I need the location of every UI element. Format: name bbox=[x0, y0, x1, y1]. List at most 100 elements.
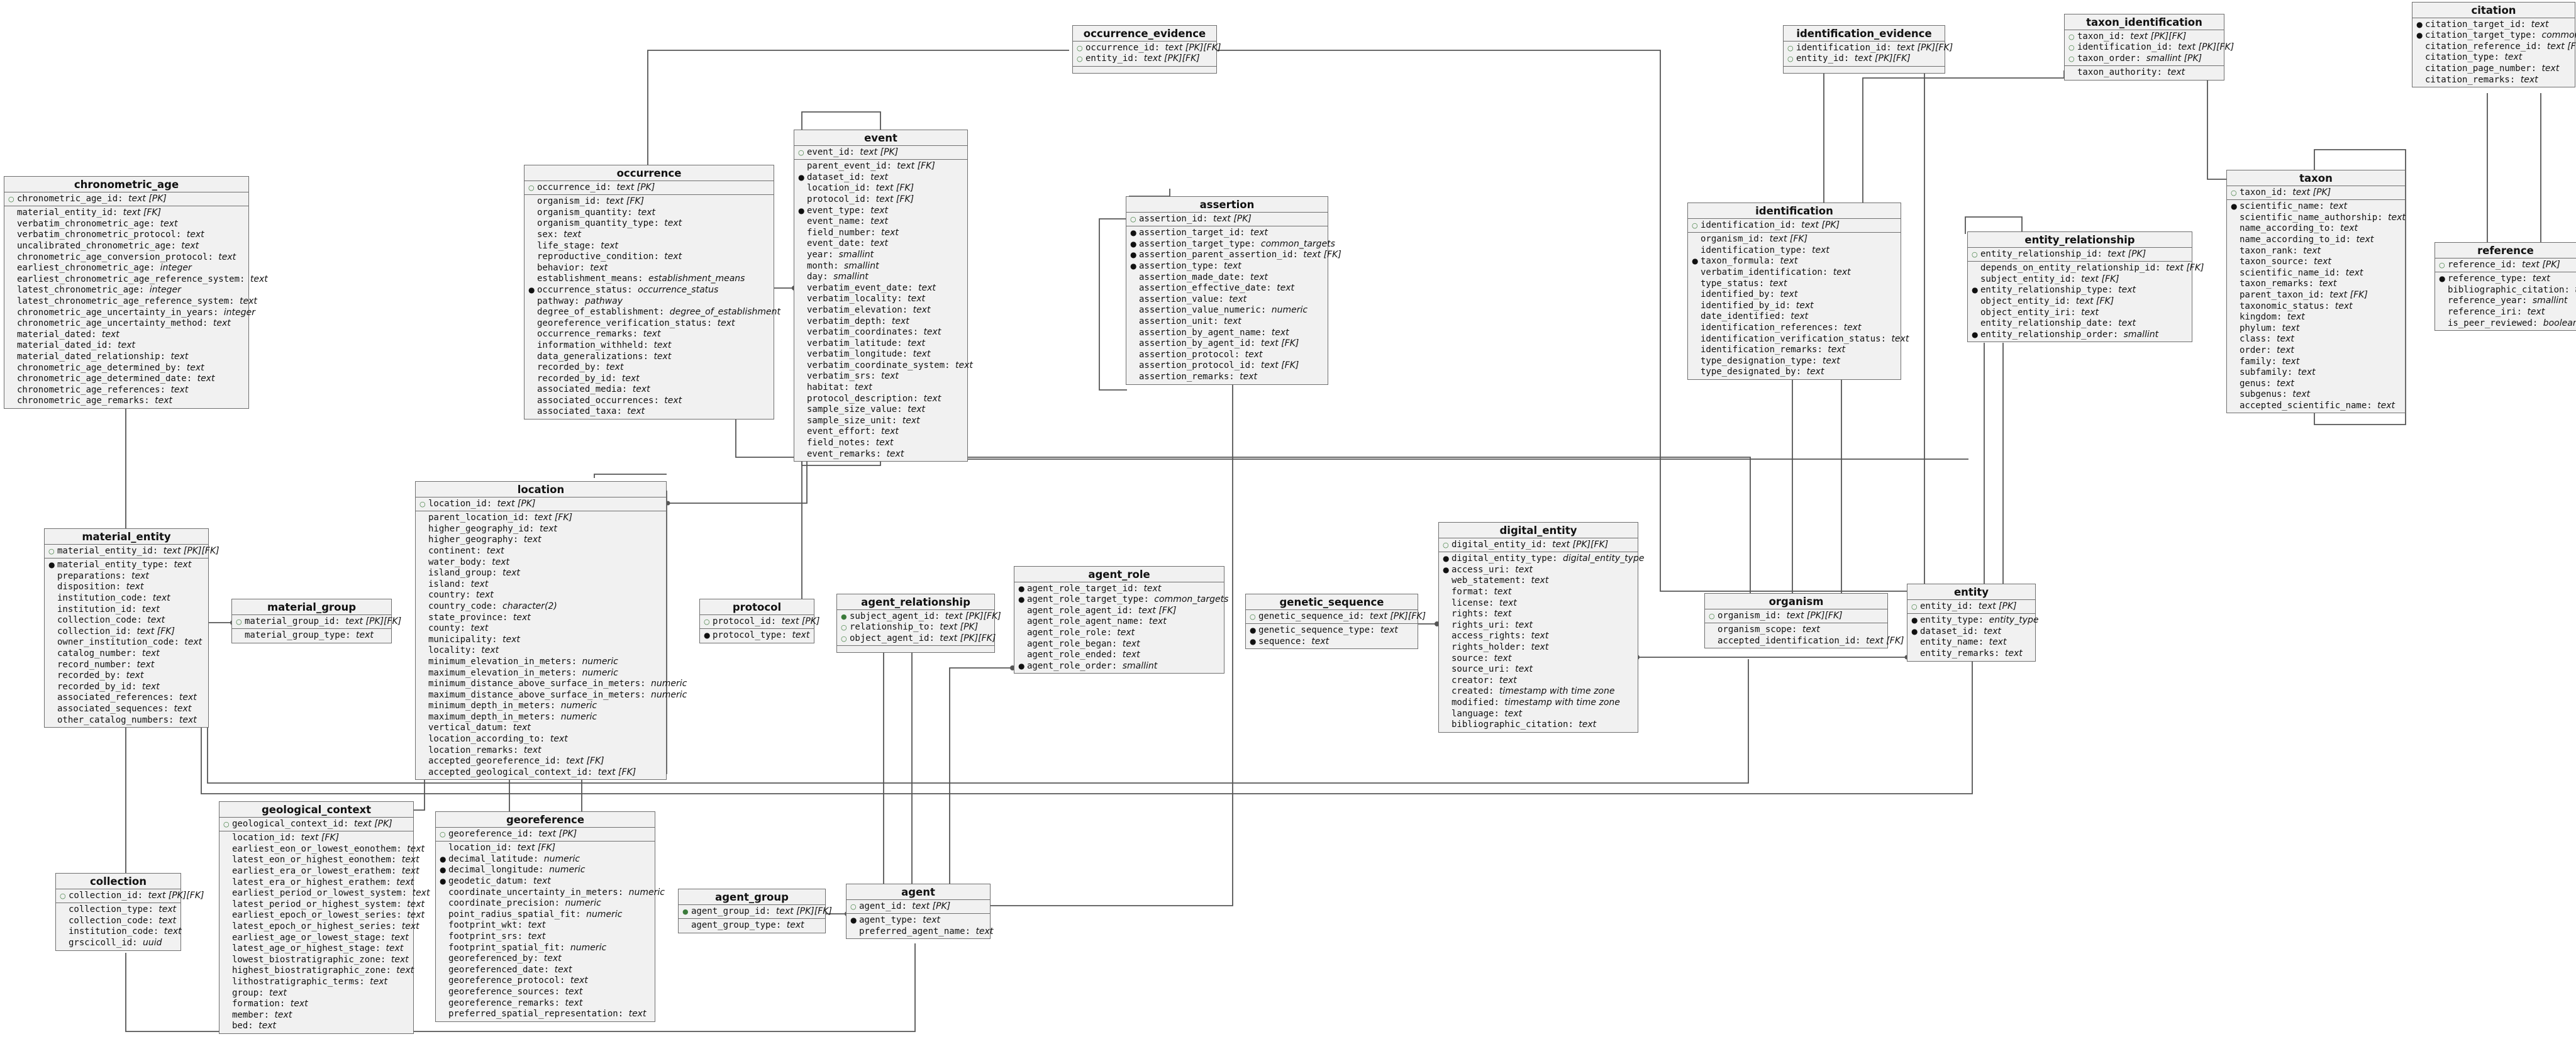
attribute-row: event_date: text bbox=[807, 238, 889, 249]
attribute-name: accepted_identification_id bbox=[1718, 635, 1856, 646]
entity-table-occurrence[interactable]: occurrence○occurrence_id: text [PK]organ… bbox=[524, 165, 780, 420]
attribute-name: assertion_parent_assertion_id bbox=[1139, 250, 1293, 260]
primary-key-icon: ○ bbox=[2439, 260, 2445, 269]
attribute-type: text bbox=[2277, 378, 2294, 389]
attribute-name: maximum_elevation_in_meters bbox=[428, 667, 572, 678]
attribute-type: timestamp with time zone bbox=[1504, 697, 1620, 708]
primary-key-section: ○reference_id: text [PK] bbox=[2435, 258, 2576, 273]
attribute-row: assertion_made_date: text bbox=[1139, 272, 1268, 282]
attribute-row: rights: text bbox=[1452, 609, 1512, 620]
attribute-type: text bbox=[550, 734, 568, 745]
attribute-type: boolean bbox=[2543, 318, 2576, 328]
attribute-name: event_name bbox=[807, 216, 860, 227]
attribute-type: text bbox=[881, 227, 899, 238]
entity-table-identification-evidence[interactable]: identification_evidence○identification_i… bbox=[1783, 25, 1953, 74]
attribute-row: creator: text bbox=[1452, 675, 1517, 686]
entity-table-agent[interactable]: agent○agent_id: text [PK]●agent_type: te… bbox=[846, 884, 993, 940]
entity-name: taxon bbox=[2227, 170, 2405, 186]
entity-table-agent-group[interactable]: agent_group●agent_group_id: text [PK][FK… bbox=[678, 889, 832, 933]
attribute-type: text bbox=[386, 943, 404, 954]
attribute-type: text bbox=[1380, 625, 1398, 636]
entity-table-entity-relationship[interactable]: entity_relationship○entity_relationship_… bbox=[1967, 231, 2204, 343]
entity-table-material-entity[interactable]: material_entity○material_entity_id: text… bbox=[44, 528, 219, 728]
entity-table-location[interactable]: location○location_id: text [PK]parent_lo… bbox=[415, 481, 687, 781]
attribute-name: citation_type bbox=[2425, 52, 2494, 63]
attribute-name: reference_year bbox=[2448, 296, 2523, 306]
entity-table-protocol[interactable]: protocol○protocol_id: text [PK]●protocol… bbox=[699, 599, 819, 643]
entity-table-taxon-identification[interactable]: taxon_identification○taxon_id: text [PK]… bbox=[2064, 14, 2234, 81]
entity-table-event[interactable]: event○event_id: text [PK]parent_event_id… bbox=[794, 130, 973, 462]
attribute-type: text bbox=[540, 523, 557, 534]
attribute-name: verbatim_depth bbox=[807, 316, 882, 326]
primary-key-row: ○entity_relationship_id: text [PK] bbox=[1972, 248, 2146, 259]
entity-name: organism bbox=[1705, 594, 1887, 609]
attribute-type: text bbox=[908, 294, 926, 304]
primary-key-section: ○geological_context_id: text [PK] bbox=[219, 818, 413, 832]
entity-table-organism[interactable]: organism○organism_id: text [PK][FK]organ… bbox=[1704, 593, 1904, 649]
attribute-type: text bbox=[2388, 212, 2406, 223]
primary-key-section: ●agent_group_id: text [PK][FK] bbox=[679, 905, 832, 920]
attribute-name: rights bbox=[1452, 609, 1484, 620]
entity-table-agent-role[interactable]: agent_role●agent_role_target_id: text●ag… bbox=[1014, 566, 1228, 674]
attribute-type: text bbox=[528, 920, 546, 931]
attribute-name: organism_id bbox=[537, 196, 596, 207]
attribute-name: institution_code bbox=[69, 926, 153, 937]
attribute-type: text bbox=[1769, 278, 1787, 289]
entity-table-digital-entity[interactable]: digital_entity○digital_entity_id: text [… bbox=[1438, 522, 1644, 733]
attribute-name: agent_role_agent_id bbox=[1027, 605, 1128, 616]
entity-table-genetic-sequence[interactable]: genetic_sequence○genetic_sequence_id: te… bbox=[1245, 594, 1426, 650]
entity-table-occurrence-evidence[interactable]: occurrence_evidence○occurrence_id: text … bbox=[1072, 25, 1221, 74]
entity-table-citation[interactable]: citation●citation_target_id: text●citati… bbox=[2412, 2, 2576, 88]
attribute-name: organism_id bbox=[1701, 234, 1759, 245]
attribute-type: text [FK] bbox=[875, 183, 914, 194]
attribute-name: chronometric_age_determined_date bbox=[17, 374, 187, 384]
attribute-row: taxon_remarks: text bbox=[2240, 279, 2337, 289]
attribute-row: maximum_depth_in_meters: numeric bbox=[428, 711, 597, 722]
attribute-row: protocol_id: text [FK] bbox=[807, 194, 914, 204]
primary-key-row: ○reference_id: text [PK] bbox=[2439, 259, 2560, 270]
attribute-type: text bbox=[664, 218, 682, 229]
attribute-row: accepted_geological_context_id: text [FK… bbox=[428, 767, 636, 777]
attribute-type: numeric bbox=[586, 909, 623, 920]
attribute-type: text [PK] bbox=[912, 901, 951, 911]
primary-key-section: ○material_entity_id: text [PK][FK] bbox=[45, 545, 219, 559]
attribute-row: ●agent_role_order: smallint bbox=[1018, 660, 1158, 671]
attribute-type: text bbox=[240, 296, 257, 306]
attribute-name: parent_event_id bbox=[807, 161, 887, 172]
attribute-type: numeric bbox=[560, 711, 597, 722]
attribute-row: sample_size_value: text bbox=[807, 404, 926, 415]
attribute-row: georeference_sources: text bbox=[448, 986, 583, 997]
attribute-row: identified_by: text bbox=[1701, 289, 1798, 300]
entity-table-chronometric-age[interactable]: chronometric_age○chronometric_age_id: te… bbox=[4, 176, 268, 409]
entity-name: agent_relationship bbox=[837, 594, 994, 610]
attribute-type: text bbox=[918, 282, 936, 293]
attribute-name: subgenus bbox=[2240, 389, 2282, 400]
entity-table-geological-context[interactable]: geological_context○geological_context_id… bbox=[219, 801, 430, 1034]
entity-table-entity[interactable]: entity○entity_id: text [PK]●entity_type:… bbox=[1907, 584, 2039, 662]
attribute-type: text bbox=[1843, 322, 1862, 333]
attribute-row: catalog_number: text bbox=[57, 648, 160, 658]
attribute-section: ●digital_entity_type: digital_entity_typ… bbox=[1439, 552, 1644, 732]
attribute-type: text bbox=[2314, 257, 2331, 267]
entity-table-material-group[interactable]: material_group○material_group_id: text [… bbox=[231, 599, 401, 643]
entity-table-reference[interactable]: reference○reference_id: text [PK]●refere… bbox=[2434, 242, 2576, 331]
entity-table-assertion[interactable]: assertion○assertion_id: text [PK]●assert… bbox=[1126, 196, 1341, 385]
attribute-type: text bbox=[564, 229, 582, 240]
attribute-name: object_entity_iri bbox=[1980, 307, 2071, 318]
entity-table-georeference[interactable]: georeference○georeference_id: text [PK]l… bbox=[435, 811, 665, 1022]
attribute-name: genetic_sequence_id bbox=[1258, 611, 1360, 621]
attribute-type: text [PK][FK] bbox=[940, 633, 996, 643]
entity-table-identification[interactable]: identification○identification_id: text [… bbox=[1687, 203, 1909, 380]
entity-table-agent-relationship[interactable]: agent_relationship●subject_agent_id: tex… bbox=[836, 594, 1001, 653]
attribute-name: agent_type bbox=[859, 915, 913, 926]
attribute-type: text bbox=[470, 623, 489, 634]
entity-table-collection[interactable]: collection○collection_id: text [PK][FK]c… bbox=[55, 873, 204, 951]
entity-table-taxon[interactable]: taxon○taxon_id: text [PK]●scientific_nam… bbox=[2226, 170, 2406, 414]
attribute-name: protocol_id bbox=[807, 194, 865, 204]
attribute-type: text bbox=[475, 590, 494, 601]
attribute-row: latest_epoch_or_highest_series: text bbox=[232, 921, 419, 931]
attribute-type: text bbox=[2319, 279, 2337, 289]
attribute-name: geodetic_datum bbox=[448, 875, 523, 886]
primary-key-icon: ○ bbox=[419, 499, 426, 508]
attribute-row: collection_id: text [FK] bbox=[57, 626, 175, 636]
